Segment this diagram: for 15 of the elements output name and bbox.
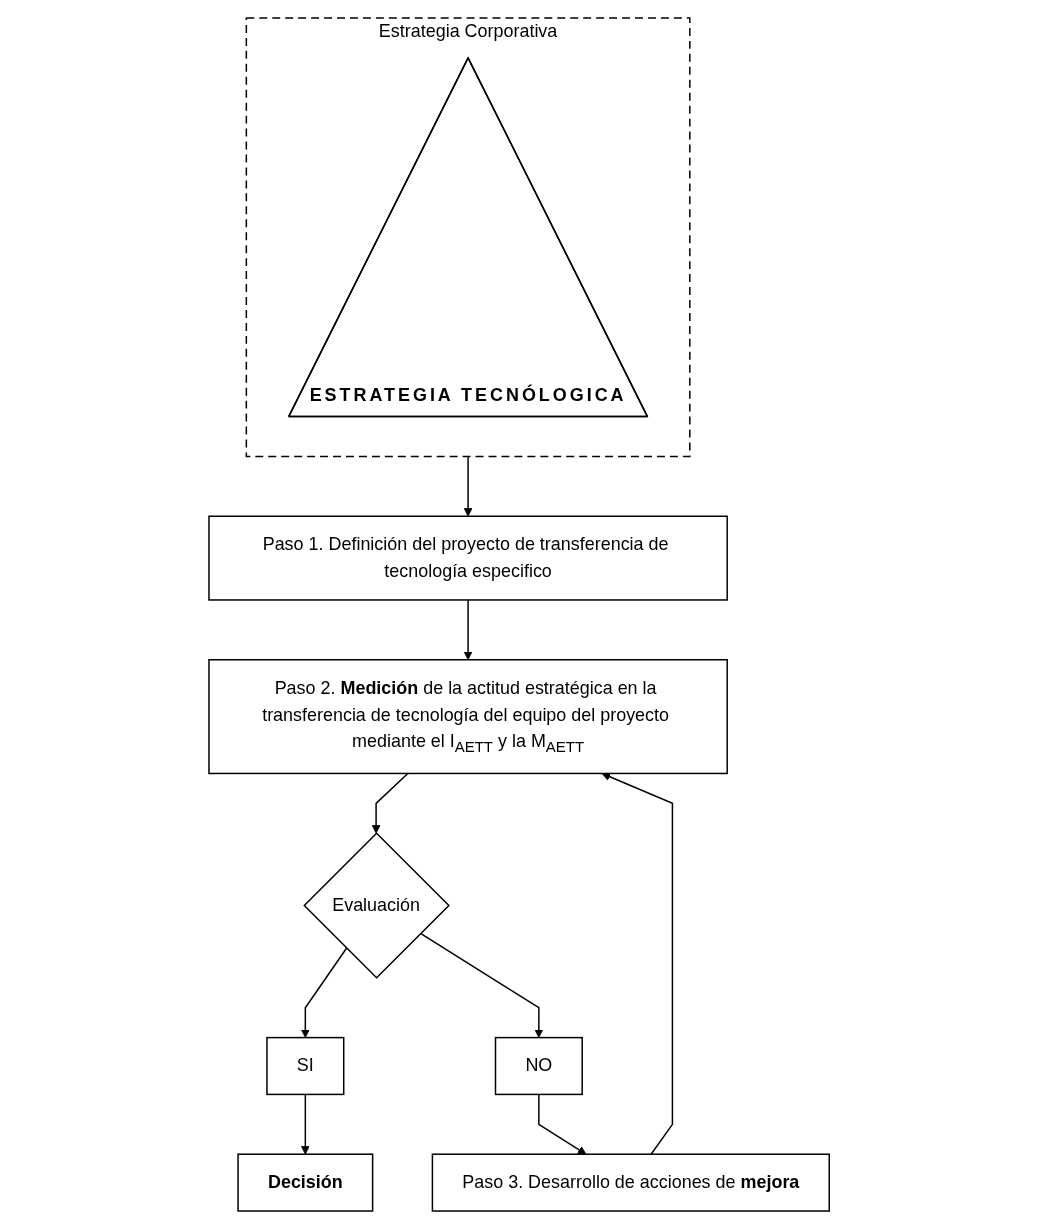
arrow bbox=[602, 772, 674, 1155]
node-box: Paso 1. Definición del proyecto de transferencia de tecnología especifico bbox=[208, 515, 729, 601]
arrow bbox=[372, 772, 409, 834]
node-box: Paso 3. Desarrollo de acciones de mejora bbox=[432, 1153, 831, 1212]
arrow bbox=[301, 1093, 311, 1155]
arrow bbox=[538, 1093, 587, 1155]
node-diamond: Evaluación bbox=[303, 832, 451, 979]
arrow bbox=[464, 599, 473, 661]
node-box: NO bbox=[495, 1036, 584, 1096]
arrow bbox=[420, 932, 544, 1038]
arrow bbox=[301, 947, 348, 1038]
node-box: Paso 2. Medición de la actitud estratégica en la transferencia de tecnología del equipo del proyecto mediante el I$_{AETT}$ y la M$_{AETT}$ bbox=[208, 659, 729, 775]
node-box: SI bbox=[266, 1036, 345, 1096]
arrow bbox=[464, 455, 473, 517]
node-box: Decisión bbox=[237, 1153, 374, 1212]
